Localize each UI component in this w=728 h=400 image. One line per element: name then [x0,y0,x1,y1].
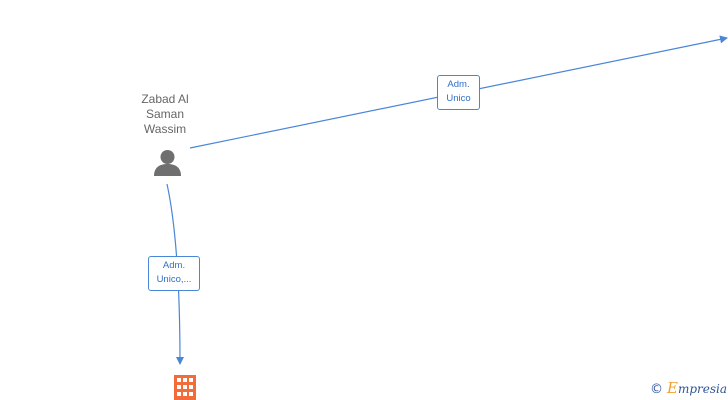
copyright-icon: © [650,382,663,397]
person-name-line: Saman [145,107,185,121]
company-building-icon[interactable] [174,375,196,400]
edge-label-bottom: Adm. Unico,... [148,256,200,291]
empresia-watermark: © Empresia [650,379,727,397]
person-name[interactable]: Zabad Al Saman Wassim [120,92,210,137]
person-name-line: Wassim [143,122,187,136]
edge-label-line: Adm. [447,79,470,90]
edge-label-line: Unico,... [156,274,192,285]
brand-initial: E [667,379,678,397]
brand-name: mpresia [677,382,728,396]
edge-label-line: Adm. [162,260,186,271]
person-icon[interactable] [154,150,181,176]
person-name-line: Zabad Al [141,92,189,106]
edge-label-line: Unico [446,93,471,104]
edge-label-top: Adm. Unico [437,75,480,110]
